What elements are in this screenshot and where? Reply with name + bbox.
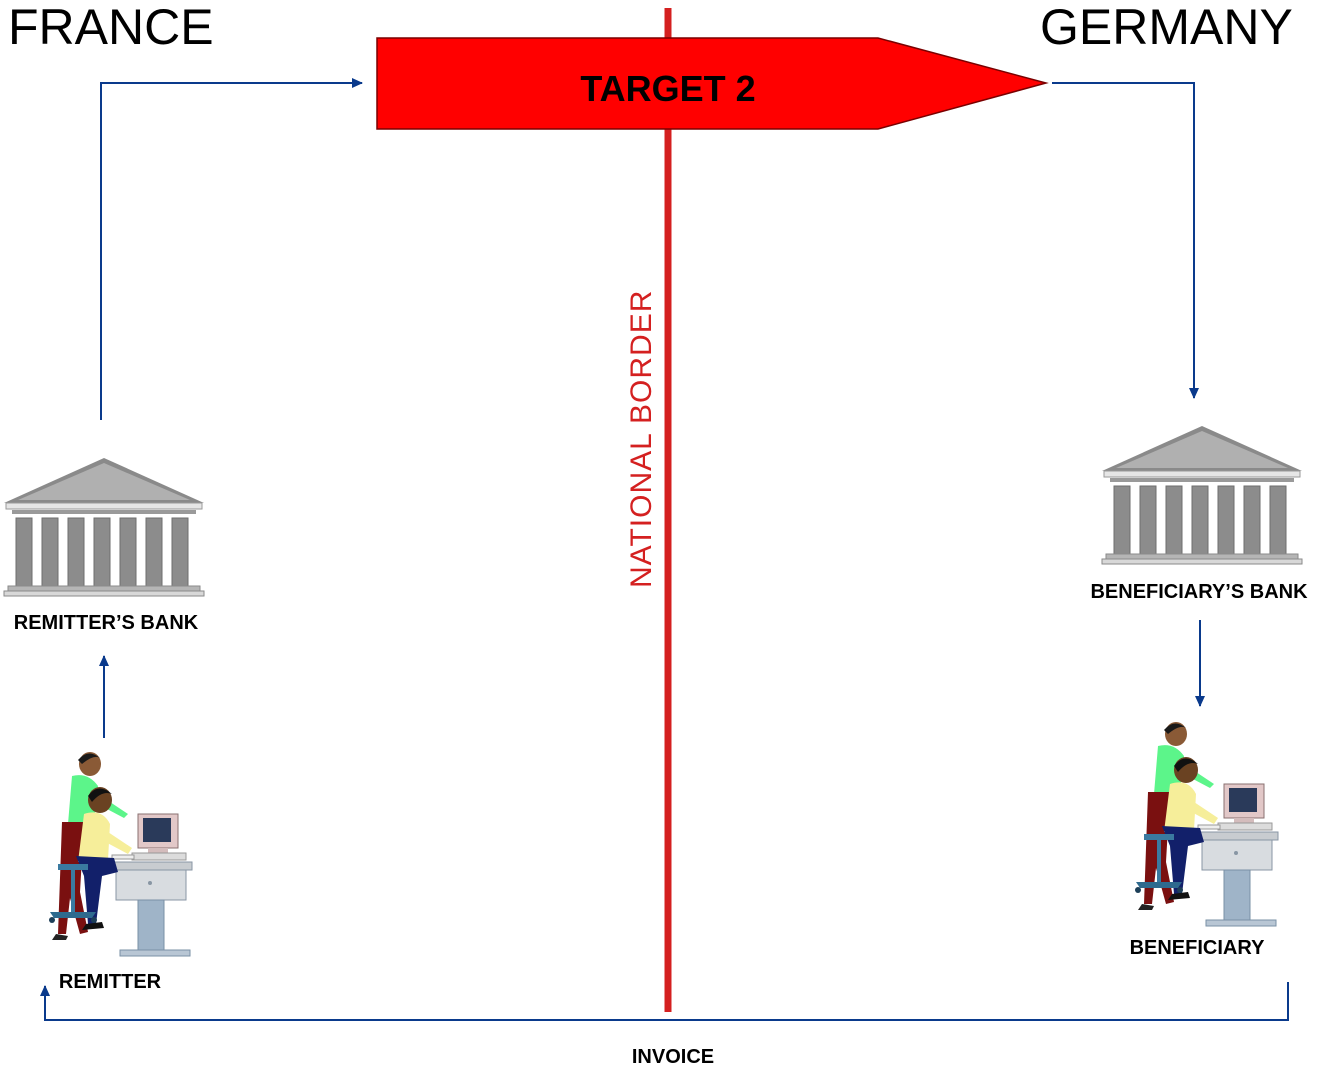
target2-arrow-shape (376, 37, 1049, 130)
beneficiary-bank-icon (1101, 425, 1303, 565)
invoice-label: INVOICE (632, 1046, 714, 1068)
remitter-label: REMITTER (59, 971, 162, 993)
target2-label: TARGET 2 (580, 68, 755, 109)
flow-arrow-invoice (40, 982, 1289, 1021)
remitter-bank-icon (3, 457, 205, 597)
beneficiary-label: BENEFICIARY (1130, 937, 1265, 959)
beneficiary-bank-label: BENEFICIARY’S BANK (1090, 581, 1308, 603)
national-border-label: NATIONAL BORDER (625, 290, 658, 588)
flow-arrow-bank-to-target2 (100, 78, 363, 420)
country-label-germany: GERMANY (1040, 0, 1293, 55)
remitter-bank-label: REMITTER’S BANK (14, 612, 199, 634)
remitter-office-workers-icon (48, 751, 193, 957)
flow-arrow-target2-to-beneficiary-bank (1052, 82, 1199, 399)
country-label-france: FRANCE (8, 0, 214, 55)
beneficiary-office-workers-icon (1134, 721, 1279, 927)
